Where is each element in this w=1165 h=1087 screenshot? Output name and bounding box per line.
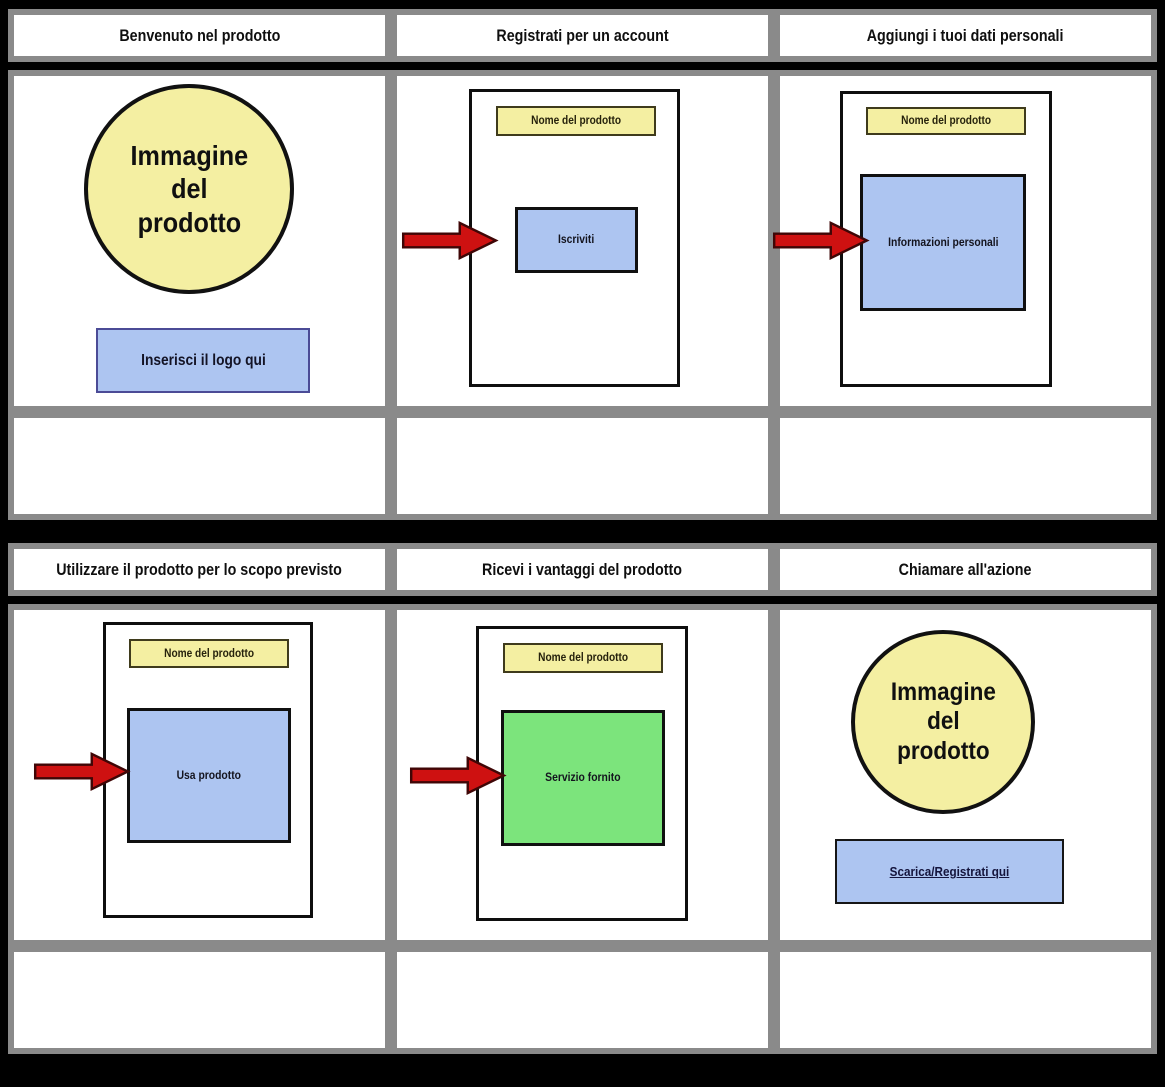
cta-link-button: Scarica/Registrati qui [835, 839, 1064, 904]
app-screen: Nome del prodotto Servizio fornito [476, 626, 688, 921]
panel1-title: Benvenuto nel prodotto [118, 25, 281, 45]
panel3-content-cell: Nome del prodotto Informazioni personali [772, 70, 1157, 412]
product-name-label: Nome del prodotto [531, 115, 621, 127]
panel6-title: Chiamare all'azione [899, 559, 1032, 579]
use-product-box: Usa prodotto [127, 708, 291, 843]
content-row-1: Immagine del prodotto Inserisci il logo … [8, 70, 1157, 412]
description-row-2 [8, 946, 1157, 1054]
product-name-bar: Nome del prodotto [496, 106, 656, 136]
panel5-title-cell: Ricevi i vantaggi del prodotto [391, 543, 774, 596]
arrow-right-icon [772, 221, 870, 260]
panel3-title-cell: Aggiungi i tuoi dati personali [774, 9, 1157, 62]
arrow-right-icon [409, 756, 507, 795]
panel5-content-cell: Nome del prodotto Servizio fornito [391, 604, 774, 946]
app-screen: Nome del prodotto Iscriviti [469, 89, 680, 387]
service-label: Servizio fornito [545, 772, 621, 784]
product-image-circle: Immagine del prodotto [851, 630, 1035, 814]
panel5-description-cell [391, 946, 774, 1054]
panel6-title-cell: Chiamare all'azione [774, 543, 1157, 596]
personal-info-box: Informazioni personali [860, 174, 1026, 311]
panel6-description-cell [774, 946, 1157, 1054]
panel2-title: Registrati per un account [496, 25, 669, 45]
panel5-title: Ricevi i vantaggi del prodotto [482, 559, 683, 579]
panel1-content-cell: Immagine del prodotto Inserisci il logo … [8, 70, 391, 412]
content-row-2: Nome del prodotto Usa prodotto Nome del … [8, 604, 1157, 946]
panel6-content-cell: Immagine del prodotto Scarica/Registrati… [774, 604, 1157, 946]
storyboard-row-1: Benvenuto nel prodotto Registrati per un… [8, 9, 1157, 520]
product-image-label: Immagine del prodotto [130, 140, 248, 238]
panel2-content-cell: Nome del prodotto Iscriviti [391, 70, 774, 412]
product-name-label: Nome del prodotto [538, 652, 628, 664]
description-row-1 [8, 412, 1157, 520]
panel4-description-cell [8, 946, 391, 1054]
cta-link-label: Scarica/Registrati qui [889, 864, 1010, 879]
storyboard-row-2: Utilizzare il prodotto per lo scopo prev… [8, 543, 1157, 1054]
product-name-label: Nome del prodotto [164, 647, 254, 660]
product-name-label: Nome del prodotto [901, 115, 991, 127]
logo-placeholder-button: Inserisci il logo qui [96, 328, 310, 393]
arrow-right-icon [33, 752, 131, 791]
storyboard: Benvenuto nel prodotto Registrati per un… [8, 9, 1157, 1054]
panel2-description-cell [391, 412, 774, 520]
black-gap [8, 62, 1157, 70]
panel4-title-cell: Utilizzare il prodotto per lo scopo prev… [8, 543, 391, 596]
arrow-right-icon [401, 221, 499, 260]
product-name-bar: Nome del prodotto [129, 639, 289, 668]
black-gap [8, 596, 1157, 604]
product-name-bar: Nome del prodotto [503, 643, 663, 673]
panel1-description-cell [8, 412, 391, 520]
use-product-label: Usa prodotto [176, 769, 242, 782]
personal-info-label: Informazioni personali [887, 236, 999, 249]
panel2-title-cell: Registrati per un account [391, 9, 774, 62]
product-image-label: Immagine del prodotto [890, 677, 996, 765]
panel1-title-cell: Benvenuto nel prodotto [8, 9, 391, 62]
app-screen: Nome del prodotto Informazioni personali [840, 91, 1052, 387]
panel4-title: Utilizzare il prodotto per lo scopo prev… [56, 559, 343, 579]
title-row-2: Utilizzare il prodotto per lo scopo prev… [8, 543, 1157, 596]
panel3-description-cell [774, 412, 1157, 520]
row-separator [8, 520, 1157, 543]
logo-placeholder-label: Inserisci il logo qui [140, 351, 266, 369]
signup-label: Iscriviti [558, 234, 595, 246]
panel4-content-cell: Nome del prodotto Usa prodotto [8, 604, 391, 946]
title-row-1: Benvenuto nel prodotto Registrati per un… [8, 9, 1157, 62]
product-image-circle: Immagine del prodotto [84, 84, 294, 294]
panel3-title: Aggiungi i tuoi dati personali [867, 25, 1064, 45]
service-box: Servizio fornito [501, 710, 665, 846]
signup-button: Iscriviti [515, 207, 638, 273]
product-name-bar: Nome del prodotto [866, 107, 1026, 135]
app-screen: Nome del prodotto Usa prodotto [103, 622, 313, 918]
